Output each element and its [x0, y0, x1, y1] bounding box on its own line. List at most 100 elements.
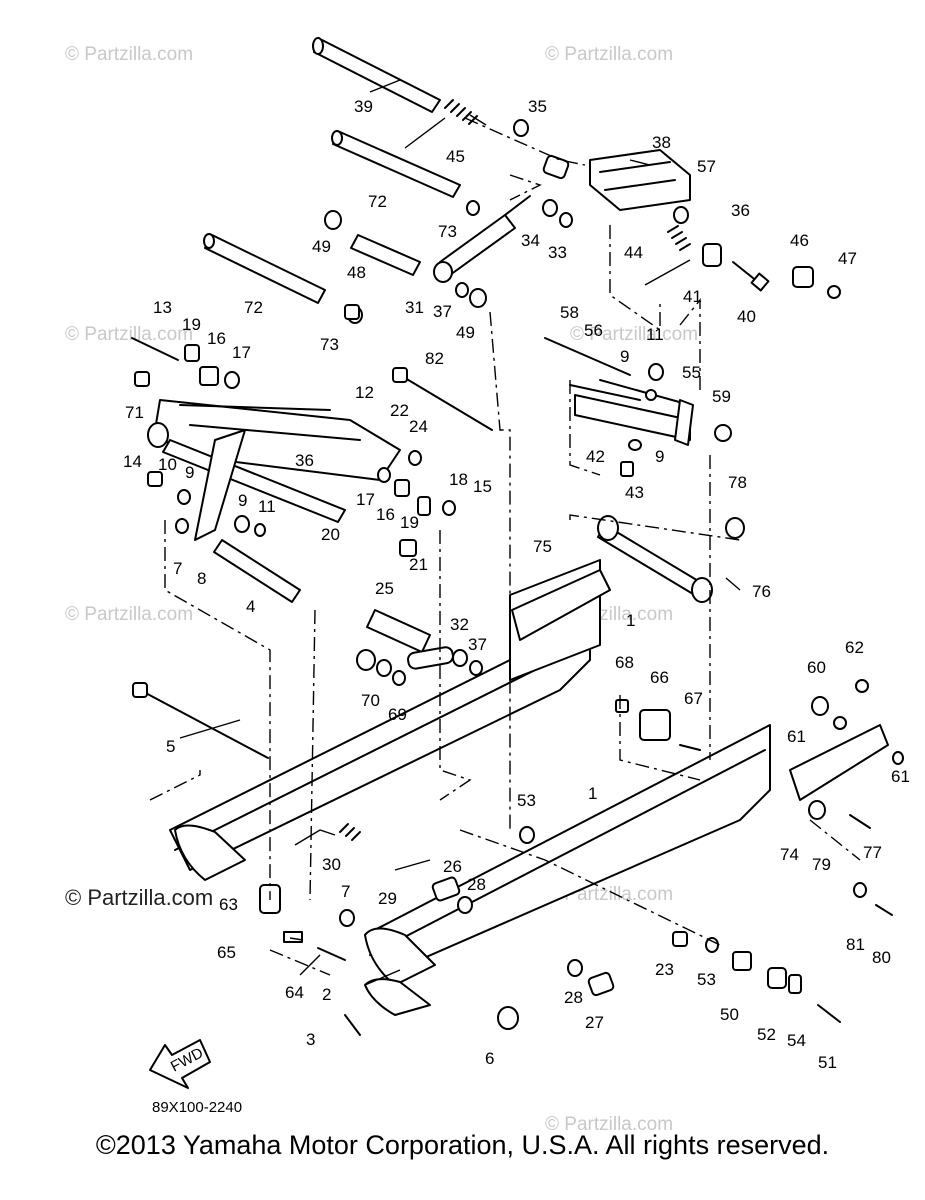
callout: 17 — [356, 490, 375, 509]
callout: 43 — [625, 483, 644, 502]
callout: 32 — [450, 615, 469, 634]
callout: 81 — [846, 935, 865, 954]
callout: 49 — [456, 323, 475, 342]
callout: 41 — [683, 287, 702, 306]
watermark-dark: © Partzilla.com — [65, 885, 213, 910]
callout: 39 — [354, 97, 373, 116]
callout: 78 — [728, 473, 747, 492]
rear-arm-42 — [569, 379, 694, 446]
callout: 25 — [375, 579, 394, 598]
callout: 1 — [626, 611, 635, 630]
callout: 19 — [182, 315, 201, 334]
copyright-notice: ©2013 Yamaha Motor Corporation, U.S.A. A… — [95, 1130, 830, 1160]
shaft-4 — [213, 539, 301, 603]
callout: 29 — [378, 889, 397, 908]
callout: 37 — [433, 302, 452, 321]
shaft-72-upper — [331, 130, 461, 198]
bushings-upper — [324, 119, 814, 324]
callout: 52 — [757, 1025, 776, 1044]
spring-45 — [444, 99, 478, 125]
callout: 24 — [409, 417, 428, 436]
callout: 53 — [517, 791, 536, 810]
callout: 50 — [720, 1005, 739, 1024]
diagram-code: 89X100-2240 — [152, 1099, 242, 1116]
callout: 1 — [588, 784, 597, 803]
shaft-39 — [312, 37, 441, 113]
callout: 68 — [615, 653, 634, 672]
callout: 7 — [173, 559, 182, 578]
assembly-lines — [149, 117, 861, 976]
watermark: © Partzilla.com — [65, 44, 193, 65]
bolt-40 — [732, 261, 770, 292]
callout: 76 — [752, 582, 771, 601]
callout: 36 — [731, 201, 750, 220]
callout: 22 — [390, 401, 409, 420]
callout: 9 — [620, 347, 629, 366]
callout: 73 — [438, 222, 457, 241]
small-hardware — [175, 285, 904, 1036]
front-arm-assembly — [131, 337, 401, 541]
callout: 11 — [646, 325, 664, 344]
callout: 33 — [548, 243, 567, 262]
callout: 47 — [838, 249, 857, 268]
shaft-72-lower — [203, 233, 326, 304]
watermark-layer: © Partzilla.com © Partzilla.com © Partzi… — [65, 44, 698, 1135]
callout: 58 — [560, 303, 579, 322]
callout: 82 — [425, 349, 444, 368]
callout: 5 — [166, 737, 175, 756]
tube-25 — [366, 609, 431, 653]
callout: 77 — [863, 843, 882, 862]
callout: 13 — [153, 298, 172, 317]
callout: 20 — [321, 525, 340, 544]
callout: 67 — [684, 689, 703, 708]
callout: 64 — [285, 983, 304, 1002]
watermark: © Partzilla.com — [65, 324, 193, 345]
callout: 11 — [258, 497, 276, 516]
callout: 74 — [780, 845, 799, 864]
plate-75 — [511, 569, 611, 641]
callout: 57 — [697, 157, 716, 176]
callout: 54 — [787, 1031, 806, 1050]
callout: 21 — [409, 555, 428, 574]
callout: 4 — [246, 597, 255, 616]
callout: 40 — [737, 307, 756, 326]
long-bolt-82 — [392, 367, 493, 431]
callout: 69 — [388, 705, 407, 724]
fwd-arrow: FWD — [149, 1039, 211, 1089]
callout: 16 — [207, 329, 226, 348]
long-bolt-5 — [132, 682, 269, 759]
callout: 46 — [790, 231, 809, 250]
callout: 23 — [655, 960, 674, 979]
shaft-48 — [350, 234, 421, 276]
callout: 6 — [485, 1049, 494, 1068]
callout: 31 — [405, 298, 424, 317]
callout: 65 — [217, 943, 236, 962]
axle-76 — [597, 515, 713, 603]
callout: 28 — [564, 988, 583, 1007]
leader-lines — [179, 79, 741, 986]
callout: 71 — [125, 403, 144, 422]
callout: 12 — [355, 383, 374, 402]
watermark: © Partzilla.com — [65, 604, 193, 625]
callout: 72 — [368, 192, 387, 211]
callout: 63 — [219, 895, 238, 914]
callout: 61 — [787, 727, 806, 746]
watermark: © Partzilla.com — [570, 324, 698, 345]
callout: 45 — [446, 147, 465, 166]
callout: 38 — [652, 133, 671, 152]
watermark: © Partzilla.com — [545, 44, 673, 65]
callout: 15 — [473, 477, 492, 496]
shock-absorber — [433, 195, 531, 283]
callout: 72 — [244, 298, 263, 317]
callout: 44 — [624, 243, 643, 262]
slide-rail-left — [169, 559, 601, 881]
callout: 28 — [467, 875, 486, 894]
callout: 66 — [650, 668, 669, 687]
bracket-38 — [589, 149, 691, 211]
callout: 26 — [443, 857, 462, 876]
spring-44 — [667, 225, 691, 251]
callout: 27 — [585, 1013, 604, 1032]
plate-74 — [789, 724, 889, 801]
callout: 34 — [521, 231, 540, 250]
callout: 30 — [322, 855, 341, 874]
